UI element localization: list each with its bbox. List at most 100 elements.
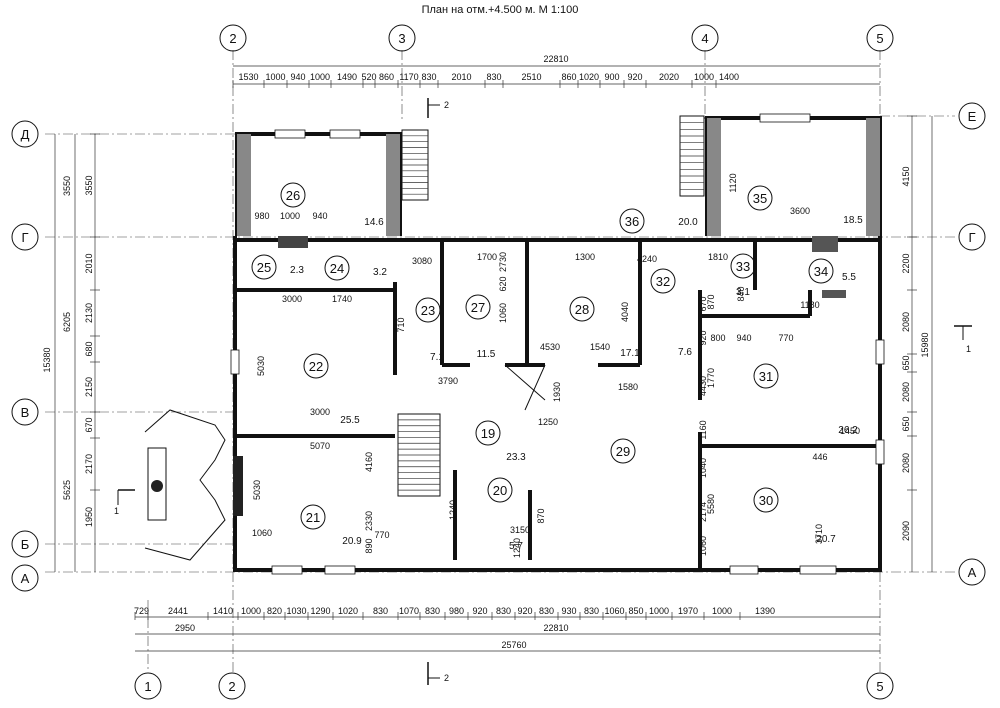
inner-dimension: 2330	[364, 511, 374, 531]
room-number: 21	[306, 510, 320, 525]
inner-dimension: 5030	[256, 356, 266, 376]
dim-bottom-segment: 980	[449, 606, 464, 616]
dim-bottom-segment: 920	[517, 606, 532, 616]
svg-text:22810: 22810	[543, 54, 568, 64]
dim-top-segment: 1020	[579, 72, 599, 82]
axis-marker-G-right: Г	[958, 223, 986, 251]
room-number: 28	[575, 302, 589, 317]
dim-left-segment: 680	[84, 341, 94, 356]
dimension-chain-bottom: 2950 22810 25760	[135, 616, 880, 652]
dim-top-segment: 860	[379, 72, 394, 82]
room-area: 18.5	[843, 215, 863, 226]
room-number: 25	[257, 260, 271, 275]
dim-top-segment: 520	[361, 72, 376, 82]
room-area: 17.1	[620, 348, 640, 359]
inner-dimension: 1040	[698, 458, 708, 478]
room-number: 23	[421, 303, 435, 318]
inner-dimension: 980	[254, 211, 269, 221]
inner-dimension: 3600	[790, 206, 810, 216]
svg-text:Е: Е	[968, 109, 977, 124]
stairs-top-left	[401, 129, 429, 201]
axis-marker-4-top: 4	[691, 24, 719, 52]
room-number: 20	[493, 483, 507, 498]
dim-top-segment: 2020	[659, 72, 679, 82]
svg-text:Д: Д	[21, 127, 30, 142]
room-area: 3.1	[736, 287, 750, 298]
plan-title: План на отм.+4.500 м. М 1:100	[421, 4, 579, 16]
dim-bottom-segment: 1000	[241, 606, 261, 616]
dim-top-segment: 1530	[238, 72, 258, 82]
room-number: 33	[736, 259, 750, 274]
inner-dimension: 1160	[698, 420, 708, 439]
inner-dimension: 1300	[575, 252, 595, 262]
dimension-chain-left: 15380 3550 6205 5625	[42, 134, 96, 572]
dim-bottom-segment: 850	[628, 606, 643, 616]
inner-dimension: 3080	[412, 256, 432, 266]
dimension-chain-right: 15980	[911, 116, 933, 572]
dim-bottom-segment: 830	[425, 606, 440, 616]
dim-right-segment: 2200	[901, 253, 911, 273]
svg-text:4: 4	[701, 31, 708, 46]
inner-dimension: 4040	[620, 302, 630, 322]
inner-dimension: 3000	[310, 407, 330, 417]
room-number: 24	[330, 261, 344, 276]
inner-dimension: 3150	[510, 525, 530, 535]
section-mark-1-right: 1	[954, 325, 972, 354]
inner-dimension: 4530	[540, 342, 560, 352]
dim-left-segment: 3550	[84, 175, 94, 195]
inner-dimension: 2730	[498, 252, 508, 272]
dim-bottom-segment: 1070	[399, 606, 419, 616]
svg-text:22810: 22810	[543, 623, 568, 633]
svg-text:1: 1	[144, 679, 151, 694]
axis-marker-G-left: Г	[11, 223, 39, 251]
room-33: 333.1	[730, 253, 756, 298]
stairs-center	[397, 413, 441, 497]
inner-dimension: 1120	[728, 173, 738, 192]
inner-dimension: 1540	[590, 342, 610, 352]
inner-dimension: 1580	[618, 382, 638, 392]
dim-top-segment: 1000	[310, 72, 330, 82]
inner-dimension: 1810	[708, 252, 728, 262]
windows	[230, 113, 885, 575]
axis-marker-2-bottom: 2	[218, 672, 246, 700]
svg-text:2: 2	[444, 673, 449, 683]
stairs-top-right	[679, 115, 705, 197]
svg-text:2: 2	[444, 100, 449, 110]
inner-dimension: 870	[536, 508, 546, 523]
dim-left-segment: 2010	[84, 253, 94, 273]
room-area: 7.1	[430, 352, 444, 363]
entrance-canopy	[144, 409, 226, 561]
room-area: 5.7	[509, 541, 523, 552]
dim-bottom-segment: 920	[472, 606, 487, 616]
dim-bottom-segment: 830	[373, 606, 388, 616]
inner-dimension: 3710	[814, 524, 824, 544]
inner-dimension: 3000	[282, 294, 302, 304]
dim-right-segment: 2080	[901, 382, 911, 402]
svg-text:Г: Г	[968, 230, 975, 245]
axis-marker-B: Б	[11, 530, 39, 558]
inner-dimension: 770	[374, 530, 389, 540]
dim-bottom-segment: 1390	[755, 606, 775, 616]
svg-text:5625: 5625	[62, 480, 72, 500]
dim-left-segment: 670	[84, 417, 94, 432]
svg-text:А: А	[21, 571, 30, 586]
axis-marker-1-bottom: 1	[134, 672, 162, 700]
room-number: 36	[625, 214, 639, 229]
inner-dimension: 4430	[698, 376, 708, 396]
room-number: 31	[759, 369, 773, 384]
inner-dimension: 5580	[706, 494, 716, 514]
inner-dimension: 1060	[252, 528, 272, 538]
room-32: 327.6	[650, 268, 692, 358]
room-number: 34	[814, 264, 828, 279]
room-28: 28 17.1	[569, 296, 640, 359]
dim-left-segment: 2150	[84, 377, 94, 397]
svg-text:15980: 15980	[920, 332, 930, 357]
